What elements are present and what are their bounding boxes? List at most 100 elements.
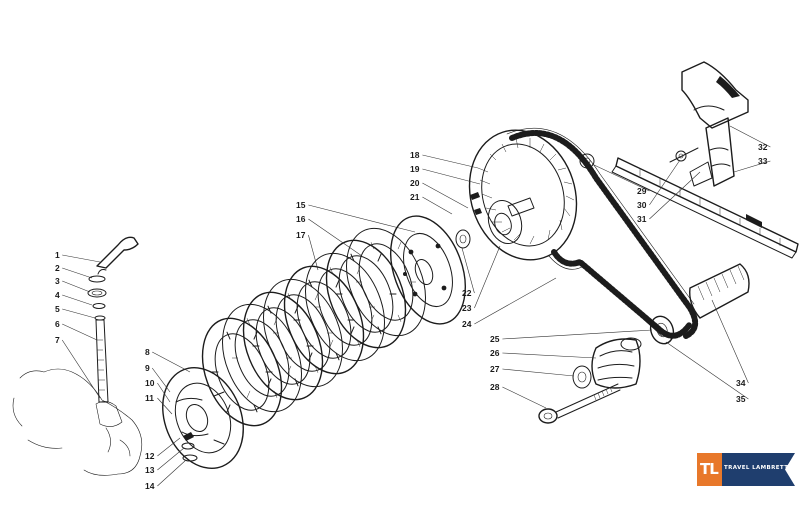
kickstart-assembly — [12, 236, 143, 476]
logo-brand-name: TRAVEL LAMBRETTA — [724, 465, 793, 471]
plate-tooth — [226, 331, 231, 340]
clutch-plate-bore — [358, 243, 414, 321]
plate-tooth — [329, 339, 334, 347]
plate-tooth — [226, 404, 231, 413]
callout-label-8: 8 — [145, 347, 150, 357]
callout-leader-13 — [157, 447, 185, 471]
callout-label-11: 11 — [145, 393, 154, 403]
callout-leader-6 — [62, 323, 98, 341]
callout-leader-3 — [62, 280, 91, 293]
callout-label-25: 25 — [490, 334, 500, 344]
callout-label-20: 20 — [410, 178, 420, 188]
plate-tooth — [335, 279, 340, 288]
clutch-plates — [162, 215, 466, 469]
chain-tensioner — [611, 61, 799, 259]
callout-leader-35 — [665, 341, 749, 400]
drive-chain — [506, 127, 699, 339]
callout-leader-22 — [461, 247, 475, 294]
plate-tooth — [397, 242, 402, 250]
callout-leader-8 — [152, 351, 191, 373]
callout-leader-9 — [151, 367, 171, 393]
callout-label-5: 5 — [55, 304, 60, 314]
callout-label-35: 35 — [736, 394, 746, 404]
callout-label-26: 26 — [490, 348, 500, 358]
plate-tooth — [377, 253, 382, 262]
callout-leader-2 — [62, 267, 93, 279]
clutch-plate — [325, 239, 407, 349]
callout-leader-30 — [649, 159, 681, 206]
callout-leader-34 — [711, 299, 749, 384]
callout-label-27: 27 — [490, 364, 500, 374]
callout-label-6: 6 — [55, 319, 60, 329]
callout-label-16: 16 — [296, 214, 306, 224]
plate-tooth — [329, 267, 334, 275]
callout-label-33: 33 — [758, 156, 768, 166]
callout-leader-16 — [308, 218, 363, 257]
callout-leader-20 — [422, 182, 469, 209]
callout-leader-25 — [502, 329, 653, 340]
callout-label-30: 30 — [637, 200, 647, 210]
callout-leader-18 — [422, 154, 479, 169]
callout-label-29: 29 — [637, 186, 647, 196]
callout-layer: 1234567891011121314151617181920212223242… — [55, 125, 771, 491]
plate-tooth — [287, 293, 292, 301]
callout-label-2: 2 — [55, 263, 60, 273]
callout-leader-26 — [502, 352, 597, 359]
callout-leader-32 — [729, 125, 771, 148]
plate-tooth — [267, 305, 272, 314]
callout-label-32: 32 — [758, 142, 768, 152]
clutch-plate — [242, 291, 324, 401]
callout-leader-21 — [422, 196, 453, 215]
callout-label-22: 22 — [462, 288, 472, 298]
callout-label-7: 7 — [55, 335, 60, 345]
plate-tooth — [370, 314, 375, 322]
callout-label-1: 1 — [55, 250, 60, 260]
callout-leader-17 — [308, 234, 319, 271]
plate-tooth — [335, 352, 340, 361]
callout-leader-24 — [474, 277, 557, 325]
callout-label-31: 31 — [637, 214, 647, 224]
callout-label-10: 10 — [145, 378, 155, 388]
sprocket-assembly — [538, 263, 750, 424]
clutch-plate — [263, 278, 343, 388]
callout-leader-15 — [308, 204, 416, 233]
plate-tooth — [308, 279, 313, 288]
clutch-housing — [455, 129, 595, 261]
plate-tooth — [267, 378, 272, 387]
callout-label-28: 28 — [490, 382, 500, 392]
callout-label-18: 18 — [410, 150, 420, 160]
callout-leader-28 — [502, 386, 547, 409]
callout-label-4: 4 — [55, 290, 60, 300]
pennant-badge — [697, 453, 795, 486]
logo-mark: TL — [700, 460, 719, 478]
callout-label-14: 14 — [145, 481, 155, 491]
callout-label-23: 23 — [462, 303, 472, 313]
callout-label-12: 12 — [145, 451, 155, 461]
callout-label-13: 13 — [145, 465, 155, 475]
callout-leader-29 — [591, 163, 650, 192]
callout-leader-1 — [62, 254, 101, 263]
plate-tooth — [308, 352, 313, 361]
clutch-plate — [305, 252, 385, 362]
clutch-plate — [346, 227, 426, 337]
plate-tooth — [350, 326, 355, 335]
callout-label-34: 34 — [736, 378, 746, 388]
callout-leader-23 — [474, 245, 501, 309]
plate-tooth — [397, 314, 402, 322]
callout-leader-27 — [502, 368, 575, 377]
callout-label-24: 24 — [462, 319, 472, 329]
plate-tooth — [287, 365, 292, 373]
callout-leader-12 — [157, 437, 181, 457]
plate-tooth — [246, 318, 251, 326]
callout-leader-31 — [649, 171, 701, 220]
callout-label-15: 15 — [296, 200, 306, 210]
callout-leader-7 — [61, 339, 101, 399]
travel-lambretta-logo: TL TRAVEL LAMBRETTA — [697, 453, 795, 486]
callout-leader-4 — [62, 294, 93, 306]
callout-label-21: 21 — [410, 192, 420, 202]
plate-tooth — [246, 390, 251, 398]
plate-tooth — [350, 253, 355, 262]
callout-leader-10 — [157, 382, 171, 403]
